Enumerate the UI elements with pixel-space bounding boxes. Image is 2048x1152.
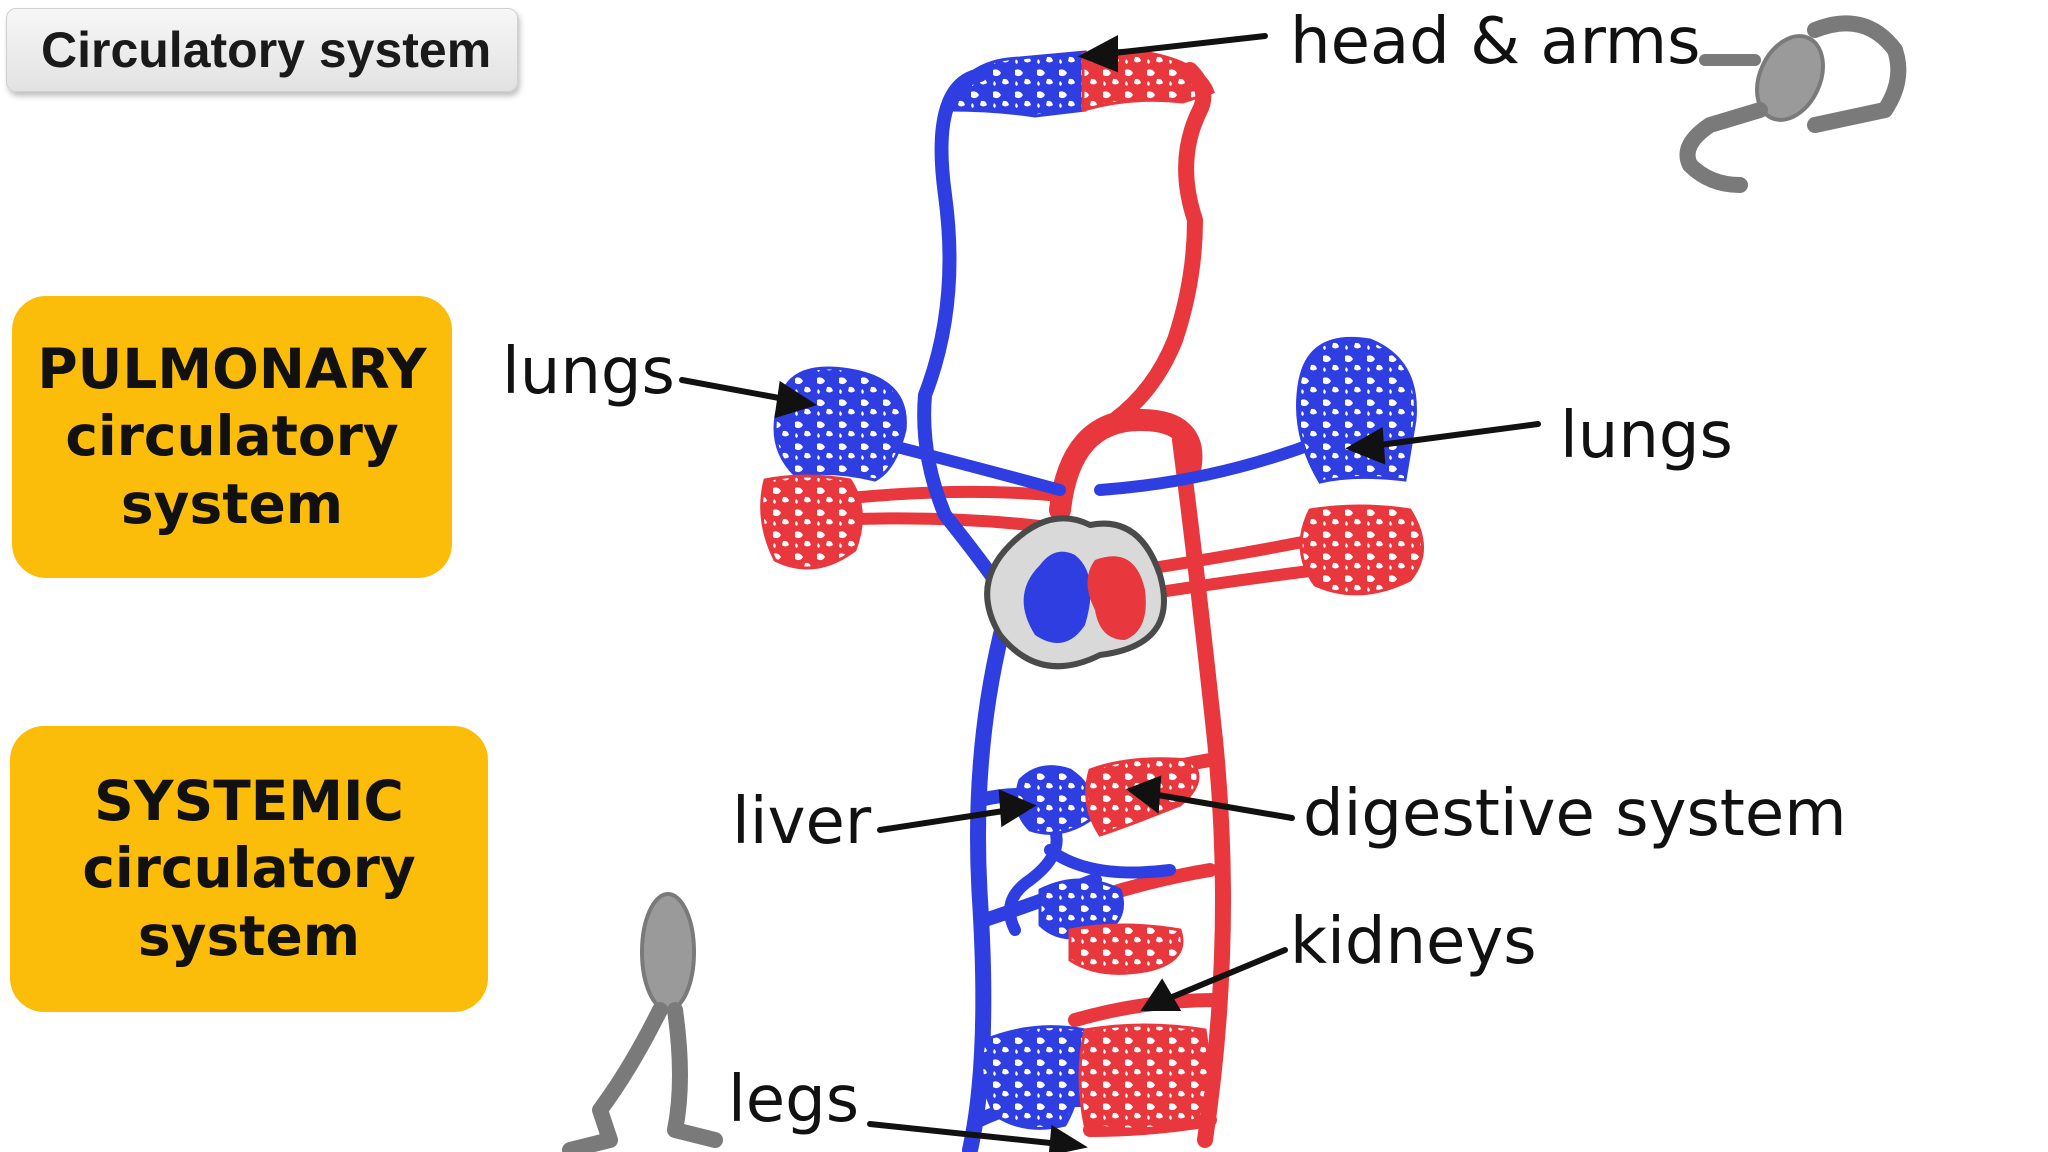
inferior-vena-cava bbox=[962, 592, 1018, 1152]
arrowhead-kidneys bbox=[1140, 978, 1182, 1011]
legs-figure-leg-right bbox=[667, 1002, 723, 1148]
kidney-capillaries-lower bbox=[1068, 923, 1184, 975]
legs-capillaries-deoxygenated bbox=[980, 1025, 1087, 1130]
label-head-arms: head & arms bbox=[1290, 5, 1701, 79]
pulmonary-line-1: PULMONARY bbox=[37, 336, 427, 401]
portal-vein bbox=[1004, 814, 1063, 936]
systemic-line-2: circulatory bbox=[82, 836, 416, 901]
head-figure-arm-left bbox=[1679, 102, 1768, 193]
arrow-lungs-left bbox=[679, 377, 793, 403]
descending-aorta bbox=[1172, 432, 1231, 1148]
label-liver: liver bbox=[732, 785, 872, 859]
label-lungs-right: lungs bbox=[1560, 399, 1733, 473]
lung-right-oxygenated bbox=[1299, 504, 1424, 596]
liver-capillaries bbox=[1015, 765, 1094, 835]
artery-to-head bbox=[1107, 62, 1212, 428]
arrowhead-lungs-right bbox=[1345, 427, 1386, 465]
page-title: Circulatory system bbox=[41, 22, 492, 78]
kidney-capillaries-upper bbox=[1038, 878, 1124, 940]
label-kidneys: kidneys bbox=[1290, 905, 1537, 979]
head-arms-figure bbox=[1679, 15, 1907, 193]
lung-right-deoxygenated bbox=[1296, 336, 1417, 484]
pulmonary-vein-left-1 bbox=[824, 485, 1066, 506]
pulmonary-line-2: circulatory bbox=[65, 404, 399, 469]
systemic-box: SYSTEMIC circulatory system bbox=[10, 726, 488, 1012]
heart bbox=[984, 515, 1167, 670]
title-tab: Circulatory system bbox=[6, 8, 518, 92]
vein-from-head bbox=[917, 68, 1012, 602]
label-lungs-left: lungs bbox=[502, 335, 675, 409]
systemic-line-3: system bbox=[137, 903, 361, 968]
arrow-kidneys bbox=[1162, 947, 1288, 1003]
arrow-liver bbox=[877, 807, 1013, 833]
systemic-line-1: SYSTEMIC bbox=[94, 768, 404, 833]
arrow-head-arms bbox=[1102, 33, 1268, 57]
lung-left-oxygenated bbox=[760, 474, 863, 570]
label-digestive: digestive system bbox=[1303, 777, 1847, 851]
legs-capillaries-oxygenated bbox=[1078, 1023, 1210, 1131]
arrow-digestive bbox=[1149, 791, 1295, 821]
legs-figure-leg-left bbox=[562, 1002, 668, 1152]
legs-figure-body bbox=[640, 892, 696, 1012]
arrowhead-head-arms bbox=[1077, 35, 1118, 73]
heart-right-side bbox=[1023, 551, 1091, 643]
arrowhead-lungs-left bbox=[774, 380, 818, 419]
arrow-legs bbox=[867, 1121, 1063, 1147]
head-figure-arm-right bbox=[1807, 15, 1907, 133]
arrow-lungs-right bbox=[1369, 421, 1541, 449]
pulmonary-line-3: system bbox=[120, 471, 344, 536]
heart-left-side bbox=[1087, 556, 1146, 640]
arrowhead-legs bbox=[1048, 1124, 1088, 1152]
legs-figure bbox=[562, 892, 723, 1152]
vein-digestive bbox=[1044, 844, 1176, 879]
pulmonary-box: PULMONARY circulatory system bbox=[12, 296, 452, 578]
aortic-arch bbox=[1049, 409, 1203, 521]
head-figure-head bbox=[1755, 34, 1825, 122]
label-legs: legs bbox=[728, 1063, 860, 1137]
arrowhead-digestive bbox=[1125, 775, 1162, 814]
lung-left-deoxygenated bbox=[773, 366, 907, 482]
arrowhead-liver bbox=[998, 789, 1037, 828]
